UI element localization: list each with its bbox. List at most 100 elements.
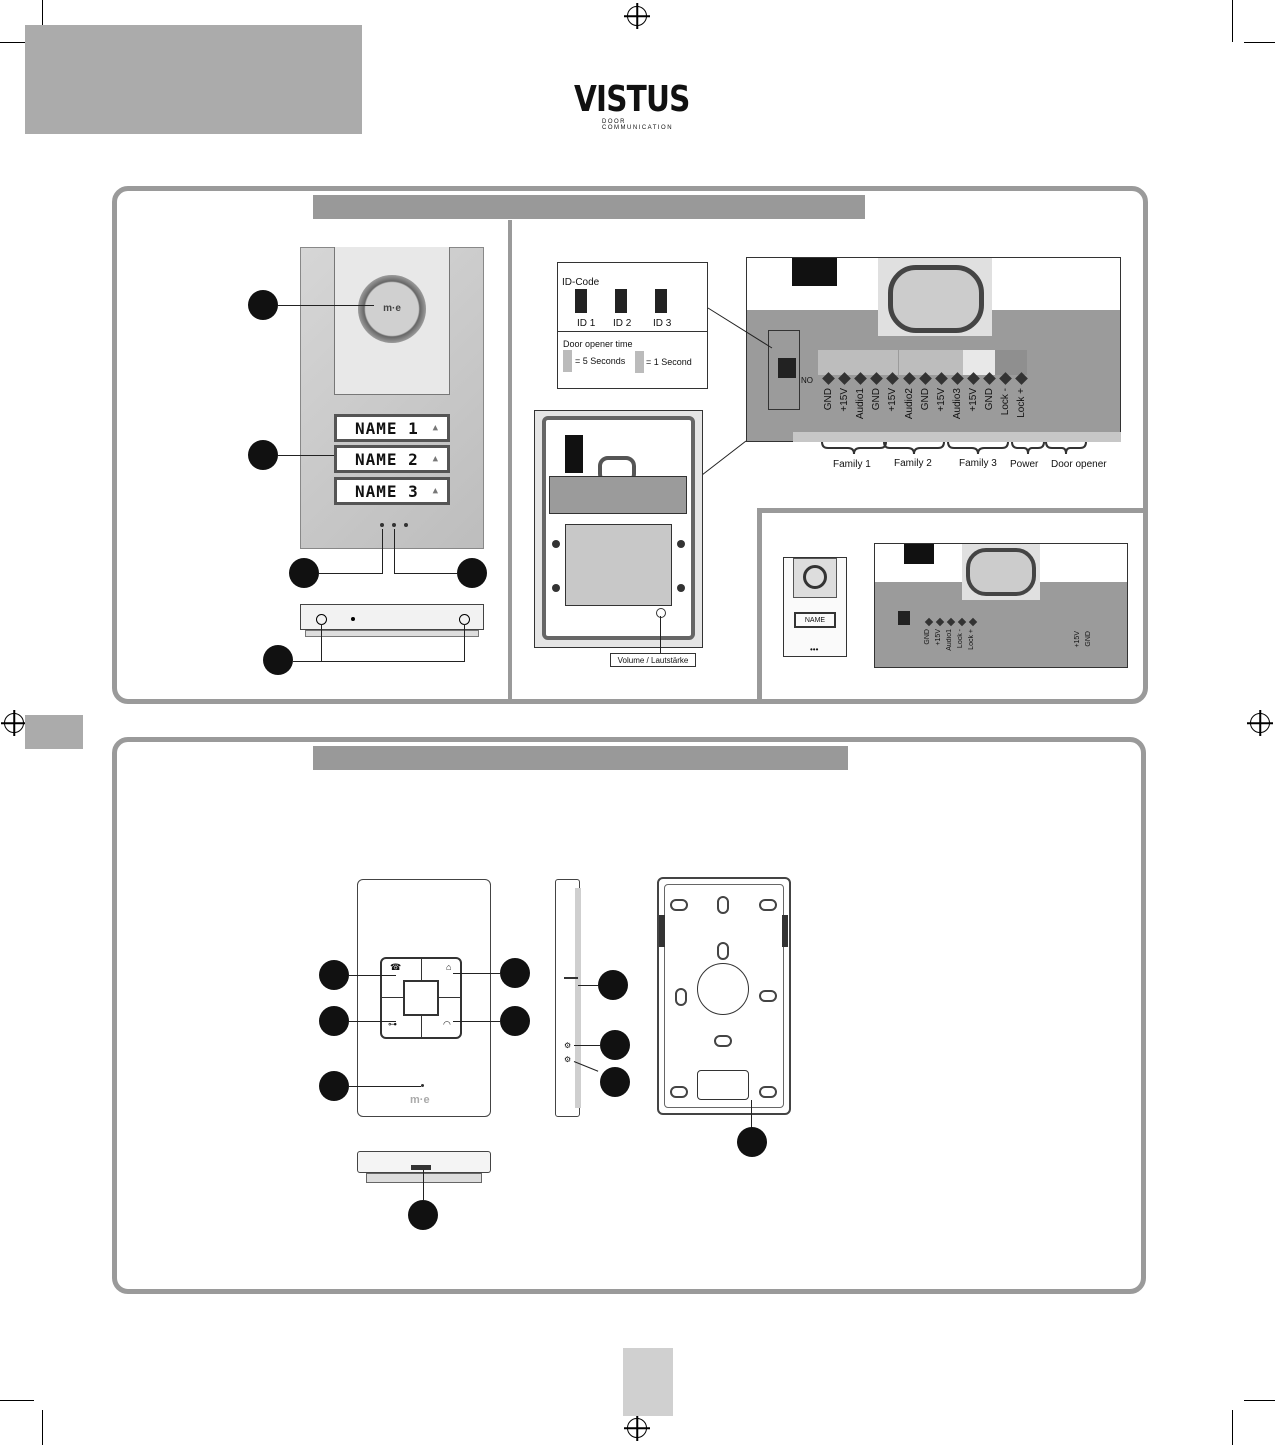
crop-mark [0, 42, 34, 43]
mounting-hole-icon [670, 899, 688, 911]
terminal-housing [962, 350, 979, 375]
leader-line [660, 616, 661, 654]
callout-marker [737, 1127, 767, 1157]
side-edge [575, 888, 581, 1108]
crop-mark [0, 1400, 34, 1401]
screw-icon [552, 584, 560, 592]
hole-dot [351, 617, 355, 621]
door-opener-time-title: Door opener time [563, 339, 633, 349]
station-bottom-edge [305, 630, 479, 637]
microphone-hole [392, 523, 396, 527]
connector-icon [792, 258, 837, 286]
callout-marker [248, 440, 278, 470]
terminal-housing [818, 350, 834, 375]
center-call-button[interactable] [403, 980, 439, 1016]
connector-icon [565, 435, 583, 473]
leader-line [349, 1086, 421, 1087]
board-slot [888, 265, 984, 333]
header-block [25, 25, 362, 134]
mounting-hole-icon [717, 896, 729, 914]
callout-marker [248, 290, 278, 320]
option-5-seconds: = 5 Seconds [575, 356, 626, 366]
panel-divider [508, 220, 512, 699]
leader-line [349, 1021, 396, 1022]
id-label: ID 3 [653, 318, 672, 329]
leader-line [349, 975, 396, 976]
leader-line [293, 661, 465, 662]
switch-icon [635, 351, 644, 373]
registration-mark-icon [4, 713, 24, 733]
led-indicator [1022, 300, 1050, 306]
terminal-housing [979, 350, 995, 375]
id-label: ID 1 [577, 318, 596, 329]
camera-lens-icon [358, 275, 426, 343]
dip-switch-icon [575, 289, 587, 313]
ringtone-wheel-icon[interactable]: ⚙ [564, 1055, 572, 1064]
speaker-plate [565, 524, 672, 606]
id-code-title: ID-Code [562, 277, 600, 288]
legend-divider [557, 331, 708, 332]
settings-legend-box [557, 262, 708, 389]
terminal-housing [898, 350, 915, 375]
bell-off-button-icon[interactable]: ⌂ [446, 962, 452, 972]
status-led [421, 1084, 424, 1087]
name-button-2[interactable]: NAME 2▲ [334, 445, 450, 473]
mounting-hole-icon [759, 899, 777, 911]
group-label: Power [1010, 459, 1039, 470]
intercom-button-icon[interactable]: ☎ [390, 962, 402, 972]
side-switch[interactable] [564, 977, 578, 979]
callout-marker [457, 558, 487, 588]
indoor-bottom-view [357, 1151, 491, 1173]
terminal-housing [850, 350, 867, 375]
group-label: Family 2 [894, 458, 932, 469]
callout-marker [319, 960, 349, 990]
leader-line [464, 624, 465, 662]
terminal-housing [882, 350, 899, 375]
bracket-inner [664, 884, 784, 1108]
crop-mark [1232, 0, 1233, 42]
side-tab [25, 715, 83, 749]
mounting-hole-icon [759, 1086, 777, 1098]
screw-icon [552, 540, 560, 548]
mounting-hole-icon [714, 1035, 732, 1047]
handset-button-icon[interactable]: ◠ [443, 1019, 451, 1029]
name-button-1[interactable]: NAME 1▲ [334, 414, 450, 442]
page-number-box [623, 1348, 673, 1416]
volume-knob-icon[interactable] [656, 608, 666, 618]
dip-switch-icon [615, 289, 627, 313]
registration-mark-icon [627, 6, 647, 26]
mounting-hole-icon [717, 942, 729, 960]
microphone-hole [404, 523, 408, 527]
leader-line [751, 1100, 752, 1128]
callout-marker [600, 1030, 630, 1060]
group-label: Family 1 [833, 459, 871, 470]
crop-mark [1232, 1410, 1233, 1445]
id-label: ID 2 [613, 318, 632, 329]
bracket-clip [659, 915, 665, 947]
callout-marker [500, 1006, 530, 1036]
power-terminal-label: GND [1085, 631, 1092, 647]
bell-icon: ▲ [432, 423, 439, 433]
crop-mark [1244, 42, 1275, 43]
indoor-logo: m·e [410, 1094, 430, 1106]
terminal-housing [930, 350, 947, 375]
dip-switch-icon [655, 289, 667, 313]
name-button-3[interactable]: NAME 3▲ [334, 477, 450, 505]
option-1-second: = 1 Second [646, 357, 692, 367]
leader-line [453, 1021, 500, 1022]
mounting-hole-icon [670, 1086, 688, 1098]
leader-line [278, 455, 334, 456]
door-key-button-icon[interactable]: ⊶ [388, 1019, 397, 1029]
callout-marker [263, 645, 293, 675]
callout-marker [600, 1067, 630, 1097]
terminal-label: Lock + [968, 629, 975, 650]
single-name-button[interactable]: NAME [794, 612, 836, 628]
dip-switch-block [768, 330, 800, 410]
microphone-holes: ••• [810, 645, 819, 654]
volume-wheel-icon[interactable]: ⚙ [564, 1041, 572, 1050]
callout-marker [319, 1006, 349, 1036]
power-terminal-label: +15V [1074, 631, 1081, 648]
crop-mark [1244, 1400, 1275, 1401]
mini-usb-port-icon [411, 1165, 431, 1170]
terminal-housing [1011, 350, 1028, 375]
